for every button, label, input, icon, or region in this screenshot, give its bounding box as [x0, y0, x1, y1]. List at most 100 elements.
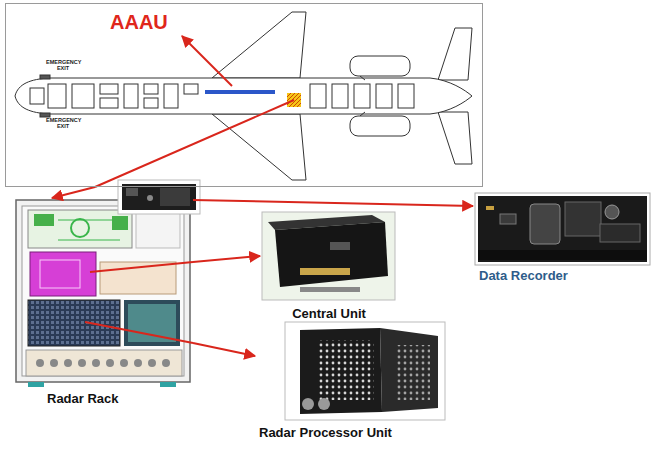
aircraft-plan-part: [72, 84, 94, 108]
radar-rack-drawing-part: [106, 359, 114, 367]
aircraft-plan-part: [376, 84, 392, 108]
leader-lines: [85, 36, 294, 343]
recorder-inset-photo: [118, 180, 200, 214]
radar-rack-drawing-part: [64, 359, 72, 367]
radar-rack-drawing-part: [26, 350, 182, 376]
processor-box: Radar Processor Unit: [255, 320, 447, 444]
aircraft-plan-part: [164, 84, 178, 108]
aircraft-plan-part: [40, 75, 50, 79]
radar-processor-photo-part: [380, 328, 438, 412]
leader-lines-part: [85, 322, 193, 343]
data-recorder-photo-part: [605, 205, 619, 219]
aircraft-plan-part: [124, 84, 138, 108]
data-recorder-photo: [475, 193, 650, 265]
aircraft-plan-part: [360, 76, 365, 80]
radar-processor-photo-part: [302, 398, 314, 410]
node-label: Central Unit: [292, 306, 366, 322]
data-recorder-photo-part: [500, 214, 516, 224]
node-label: Radar Processor Unit: [259, 425, 392, 441]
central-unit-photo-part: [262, 212, 395, 300]
node-label: Data Recorder: [479, 268, 568, 284]
central-unit-photo: [262, 212, 395, 300]
aircraft-plan-part: [205, 90, 275, 94]
radar-rack-drawing-part: [16, 200, 190, 382]
aircraft-plan-part: [144, 98, 158, 108]
data-recorder-photo-part: [530, 204, 560, 244]
leader-lines-part: [90, 262, 193, 272]
radar-rack-drawing-part: [40, 260, 80, 288]
aircraft-plan-part: [350, 56, 410, 76]
aircraft-panel: AAAU: [5, 3, 483, 187]
recorder-inset-photo-part: [160, 188, 190, 206]
central-unit-box: Central Unit: [260, 210, 398, 325]
central-unit-photo-part: [330, 242, 350, 250]
radar-rack-drawing-part: [71, 219, 89, 237]
node-label: Radar Rack: [47, 391, 119, 407]
aircraft-plan-part: [30, 88, 44, 104]
aircraft-plan-part: [212, 12, 306, 78]
aircraft-plan-part: [350, 116, 410, 136]
data-recorder-photo-part: [486, 206, 494, 210]
radar-rack-drawing-part: [112, 216, 128, 230]
aircraft-plan-part: [100, 84, 118, 94]
aircraft-plan-part: [332, 84, 348, 108]
aircraft-plan-part: [15, 78, 472, 114]
radar-processor-photo-part: [395, 345, 430, 400]
radar-rack-drawing-part: [128, 304, 176, 342]
radar-rack-drawing-part: [160, 382, 176, 387]
radar-rack-drawing-part: [50, 359, 58, 367]
aircraft-plan-part: [48, 84, 66, 108]
central-unit-photo-part: [275, 222, 388, 287]
radar-processor-photo-part: [300, 328, 382, 414]
radar-rack-drawing-part: [58, 220, 120, 221]
aircraft-plan-part: [100, 98, 118, 108]
recorder-inset-photo-part: [118, 180, 200, 214]
aircraft-plan-part: [438, 28, 472, 80]
aircraft-plan-part: [438, 112, 472, 164]
radar-rack-drawing-part: [120, 359, 128, 367]
red-arrow: [193, 256, 260, 262]
recorder-inset-photo-part: [126, 188, 138, 196]
aircraft-plan-part: [212, 114, 306, 180]
radar-rack-drawing-part: [134, 359, 142, 367]
data-recorder-photo-part: [600, 224, 640, 242]
aircraft-plan-part: [310, 84, 326, 108]
radar-rack-drawing-part: [92, 359, 100, 367]
recorder-inset-photo-part: [122, 184, 196, 210]
radar-processor-photo-part: [318, 340, 374, 400]
leader-lines-part: [182, 36, 232, 86]
radar-rack-drawing-part: [78, 359, 86, 367]
radar-rack-drawing-part: [136, 212, 180, 248]
recorder-box: Data Recorder: [473, 191, 653, 287]
red-arrow: [52, 187, 95, 198]
recorder-inset-photo-part: [147, 195, 153, 201]
data-recorder-photo-part: [475, 193, 650, 265]
aircraft-plan: [15, 12, 472, 180]
radar-rack-drawing-part: [148, 359, 156, 367]
radar-rack-drawing-part: [28, 382, 44, 387]
aircraft-plan-part: [184, 84, 198, 94]
node-label: AAAU: [110, 10, 168, 34]
radar-rack-drawing-part: [36, 359, 44, 367]
red-arrow: [193, 343, 255, 356]
aircraft-plan-part: [40, 113, 50, 117]
door-label: EMERGENCY EXIT: [46, 118, 80, 130]
aircraft-plan-part: [360, 112, 365, 116]
aircraft-plan-part: [354, 84, 370, 108]
radar-rack-drawing-part: [30, 252, 96, 296]
radar-rack-drawing-part: [28, 300, 120, 346]
radar-rack-drawing-part: [28, 210, 132, 248]
aircraft-plan-part: [144, 84, 158, 94]
central-unit-photo-part: [300, 287, 360, 292]
radar-rack-drawing-part: [22, 206, 184, 376]
central-unit-photo-part: [300, 268, 350, 275]
radar-rack-drawing-part: [34, 214, 54, 226]
red-arrow: [193, 200, 473, 206]
data-recorder-photo-part: [478, 196, 647, 262]
data-recorder-photo-part: [565, 202, 601, 236]
radar-processor-photo-part: [318, 398, 330, 410]
radar-processor-photo: [285, 322, 445, 420]
